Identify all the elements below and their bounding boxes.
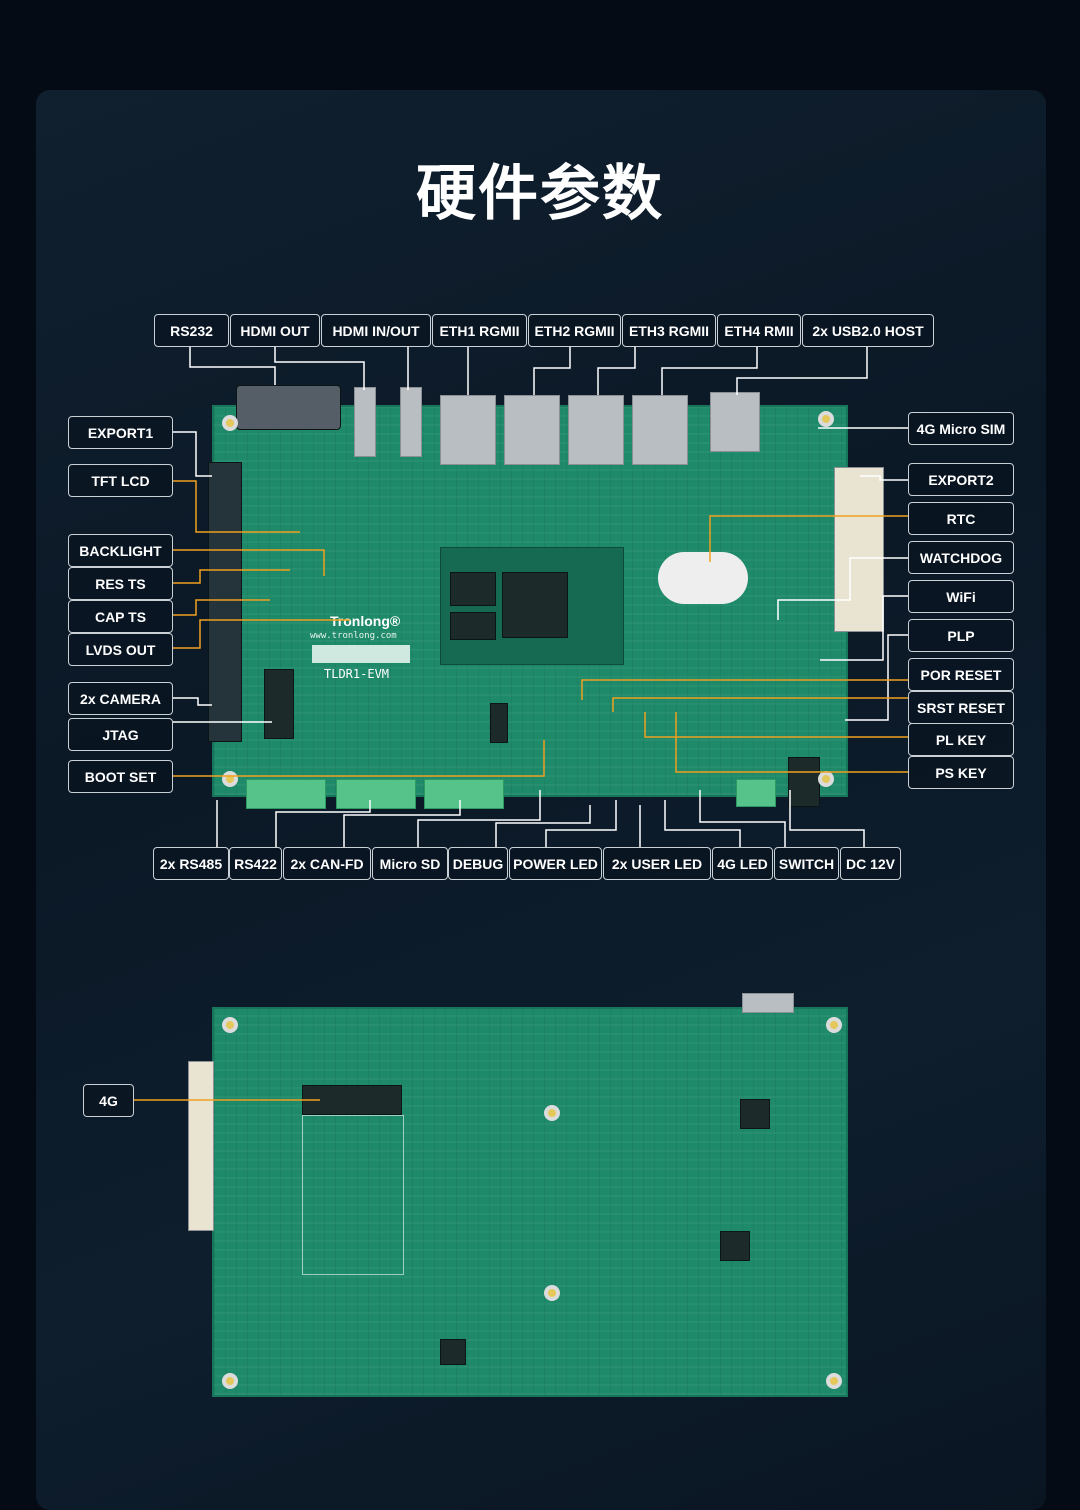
label-eth4: ETH4 RMII [717, 314, 801, 347]
label-tft-lcd: TFT LCD [68, 464, 173, 497]
label-wifi: WiFi [908, 580, 1014, 613]
label-boot-set: BOOT SET [68, 760, 173, 793]
label-4g: 4G [83, 1084, 134, 1117]
label-can-fd: 2x CAN-FD [283, 847, 371, 880]
label-plp: PLP [908, 619, 1014, 652]
label-ps-key: PS KEY [908, 756, 1014, 789]
label-watchdog: WATCHDOG [908, 541, 1014, 574]
label-backlight: BACKLIGHT [68, 534, 173, 567]
label-res-ts: RES TS [68, 567, 173, 600]
label-cap-ts: CAP TS [68, 600, 173, 633]
label-srst-reset: SRST RESET [908, 691, 1014, 724]
page-title: 硬件参数 [416, 159, 664, 229]
label-export1: EXPORT1 [68, 416, 173, 449]
label-user-led: 2x USER LED [603, 847, 711, 880]
label-rs485: 2x RS485 [153, 847, 229, 880]
label-por-reset: POR RESET [908, 658, 1014, 691]
front-board-image: Tronlong® www.tronlong.com TLDR1-EVM [208, 385, 884, 809]
back-board-image [188, 993, 848, 1397]
label-dc-12v: DC 12V [840, 847, 901, 880]
label-rs232: RS232 [154, 314, 229, 347]
board-url: www.tronlong.com [310, 631, 397, 641]
label-eth3: ETH3 RGMII [622, 314, 716, 347]
label-micro-sd: Micro SD [372, 847, 448, 880]
label-camera: 2x CAMERA [68, 682, 173, 715]
label-eth1: ETH1 RGMII [432, 314, 527, 347]
label-export2: EXPORT2 [908, 463, 1014, 496]
label-4g-micro-sim: 4G Micro SIM [908, 412, 1014, 445]
label-rs422: RS422 [229, 847, 282, 880]
label-hdmi-in-out: HDMI IN/OUT [321, 314, 431, 347]
label-usb-host: 2x USB2.0 HOST [802, 314, 934, 347]
label-switch: SWITCH [774, 847, 839, 880]
board-brand: Tronlong® [330, 613, 401, 629]
label-hdmi-out: HDMI OUT [230, 314, 320, 347]
label-lvds-out: LVDS OUT [68, 633, 173, 666]
label-4g-led: 4G LED [712, 847, 773, 880]
label-pl-key: PL KEY [908, 723, 1014, 756]
label-power-led: POWER LED [509, 847, 602, 880]
label-jtag: JTAG [68, 718, 173, 751]
board-model: TLDR1-EVM [324, 667, 390, 681]
label-debug: DEBUG [448, 847, 508, 880]
label-rtc: RTC [908, 502, 1014, 535]
label-eth2: ETH2 RGMII [528, 314, 621, 347]
